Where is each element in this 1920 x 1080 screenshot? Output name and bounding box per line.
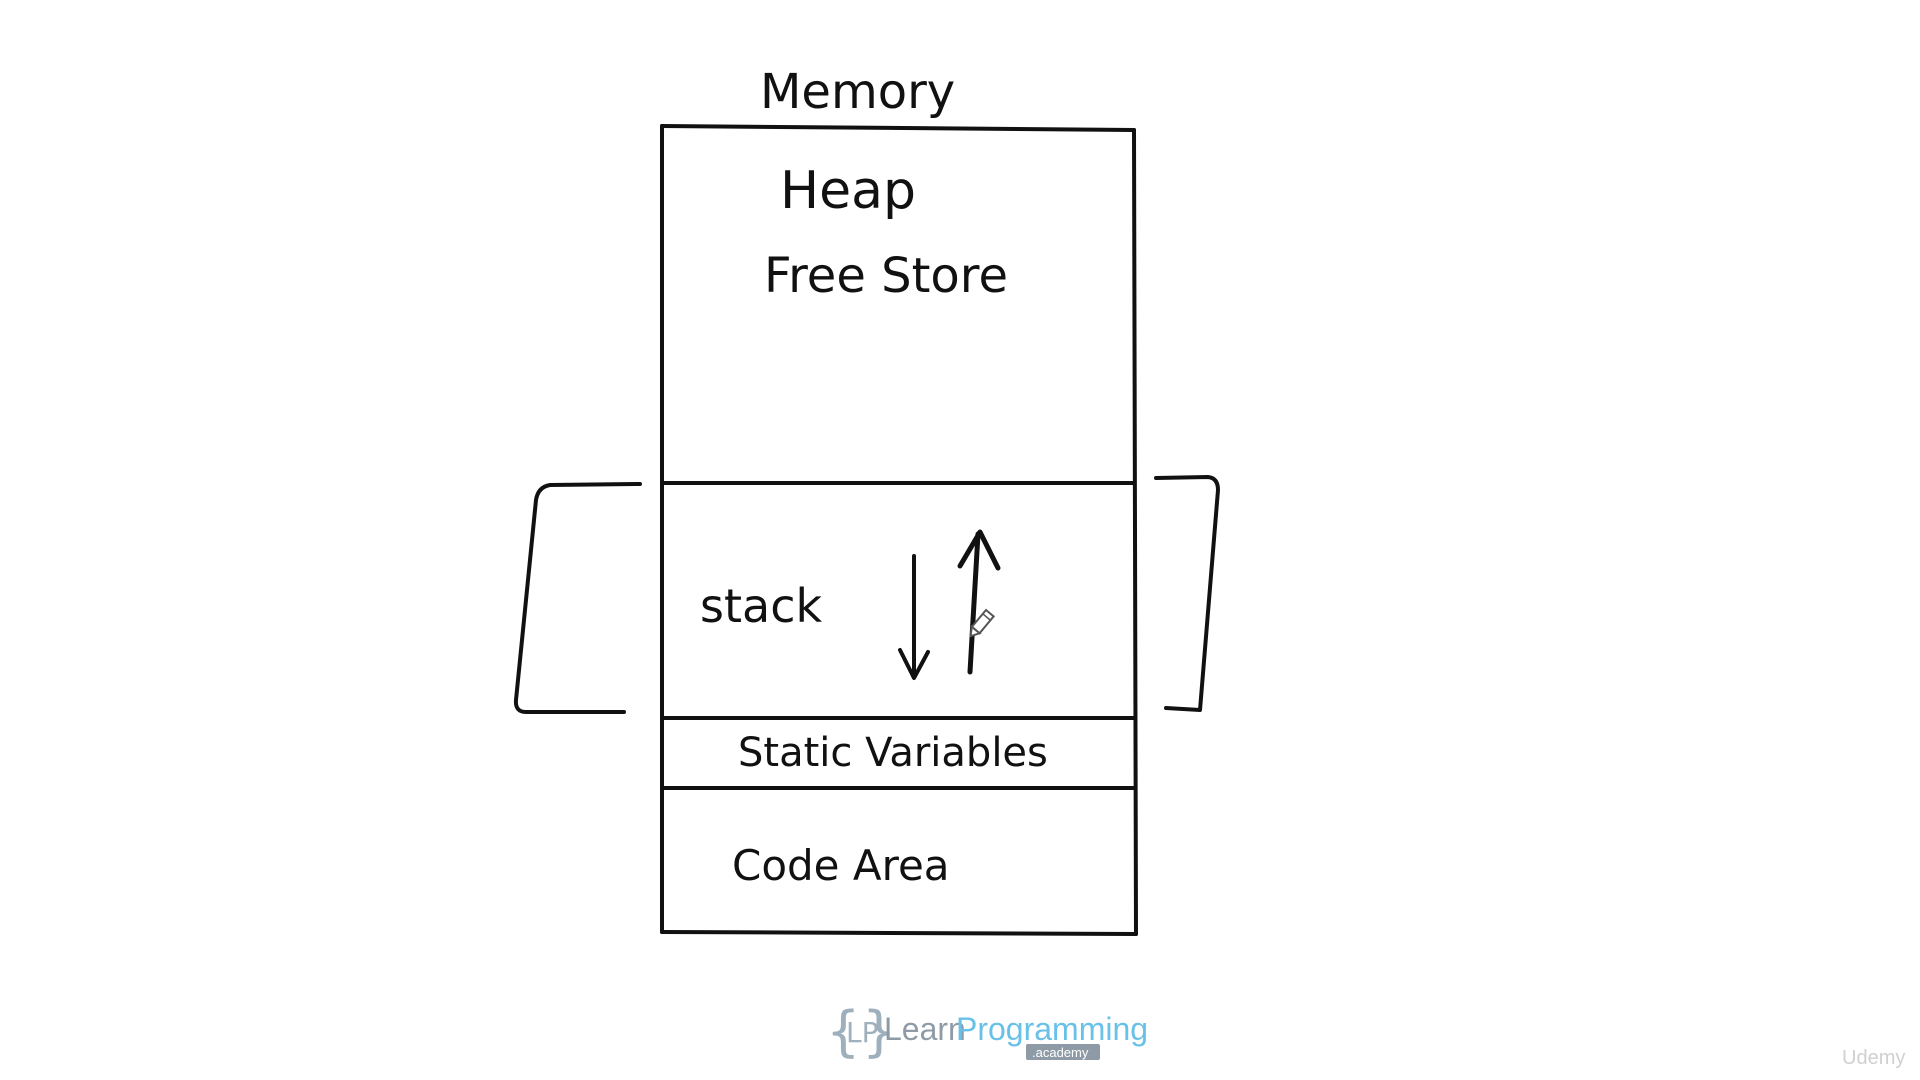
logo-word-learn: Learn <box>884 1011 966 1047</box>
udemy-watermark: Udemy <box>1842 1047 1905 1069</box>
free-store-label: Free Store <box>764 248 1008 304</box>
diagram-title: Memory <box>760 64 955 120</box>
up-arrow <box>957 529 1001 675</box>
logo-right-brace: } <box>862 1000 896 1063</box>
box-right-edge <box>1132 128 1138 936</box>
memory-box <box>660 124 1138 936</box>
logo-academy-text: .academy <box>1032 1045 1089 1060</box>
heap-label: Heap <box>780 161 916 221</box>
left-bracket <box>513 482 642 714</box>
code-area-label: Code Area <box>732 841 950 890</box>
right-bracket <box>1154 475 1220 712</box>
box-top-edge <box>660 124 1136 132</box>
stack-label: stack <box>700 579 822 633</box>
learnprogramming-logo: { LP } Learn Programming .academy <box>826 1000 1148 1063</box>
box-bottom-edge <box>660 930 1138 936</box>
down-arrow <box>898 554 930 680</box>
logo-word-programming: Programming <box>956 1011 1148 1047</box>
pencil-cursor-icon <box>969 608 996 638</box>
logo-initials: LP <box>846 1016 878 1049</box>
static-variables-label: Static Variables <box>738 730 1048 776</box>
logo-academy-badge <box>1026 1044 1100 1060</box>
logo-left-brace: { <box>826 1000 860 1063</box>
